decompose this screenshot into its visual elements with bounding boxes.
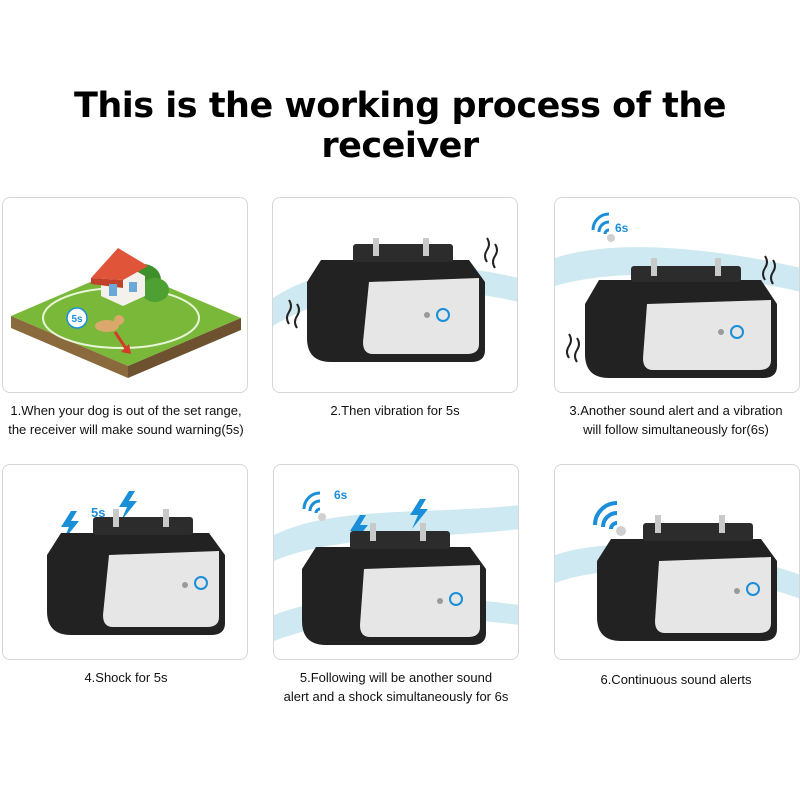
step-1-caption: 1.When your dog is out of the set range,… [8, 403, 244, 437]
lightning-icon [350, 515, 368, 545]
step-6-card [554, 464, 800, 660]
step-3-caption: 3.Another sound alert and a vibration wi… [569, 403, 783, 437]
sound-wave-icon [593, 501, 626, 536]
page-title: This is the working process of the recei… [74, 86, 727, 166]
duration-badge: 6s [334, 488, 348, 502]
step-4-caption: 4.Shock for 5s [84, 670, 168, 685]
lightning-icon [410, 499, 428, 529]
step-6-caption: 6.Continuous sound alerts [600, 672, 752, 687]
receiver-illustration [273, 237, 517, 362]
receiver-illustration: 5s [47, 491, 225, 635]
step-4-card: 5s [2, 464, 248, 660]
lightning-icon [61, 511, 79, 541]
step-2-card [272, 197, 518, 393]
sound-wave-icon [302, 491, 326, 521]
sound-wave-icon [591, 212, 615, 242]
step-5-card: 6s [273, 464, 519, 660]
duration-badge: 5s [91, 505, 105, 520]
lightning-icon [119, 491, 137, 521]
receiver-illustration: 6s [274, 488, 518, 645]
step-2-caption: 2.Then vibration for 5s [330, 403, 460, 418]
step-3-card: 6s [554, 197, 800, 393]
step-1-card: 5s [2, 197, 248, 393]
step-5-caption: 5.Following will be another sound alert … [283, 670, 509, 704]
receiver-illustration: 6s [555, 212, 799, 378]
duration-badge: 6s [615, 221, 629, 235]
receiver-illustration [555, 501, 799, 641]
yard-illustration: 5s [11, 248, 241, 378]
duration-badge: 5s [71, 314, 83, 325]
